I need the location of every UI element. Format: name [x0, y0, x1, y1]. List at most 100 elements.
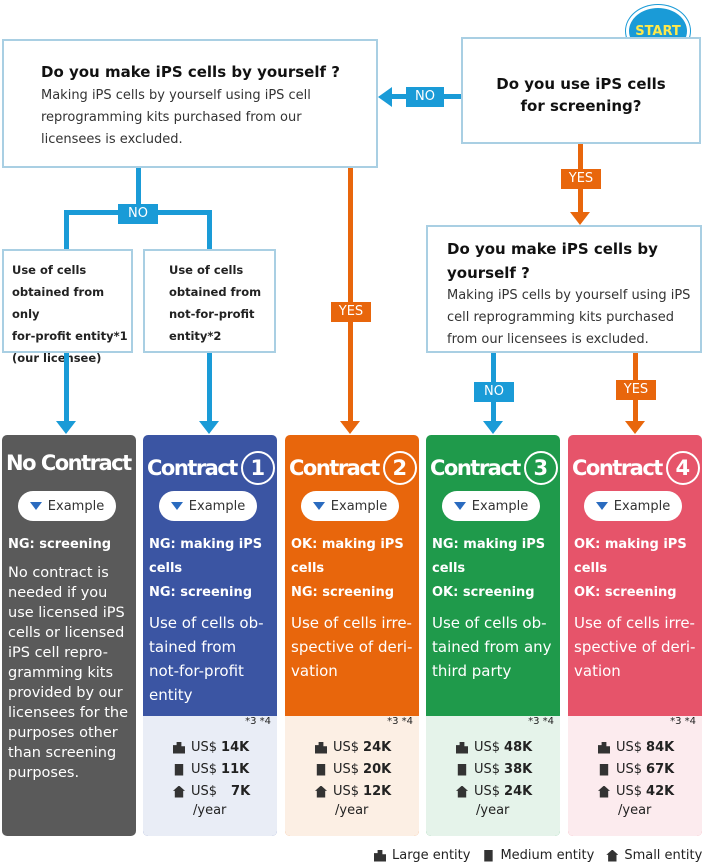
example-button[interactable]: Example — [584, 491, 682, 521]
condition-line-4: entity*2 — [169, 329, 222, 343]
rule-line: NG: making iPS — [432, 537, 546, 552]
question-sub-3: from our licensees is excluded. — [447, 332, 649, 347]
description-line: not-for-profit — [149, 662, 244, 680]
description-line: spective of deri- — [291, 638, 413, 656]
rule-line: NG: screening — [8, 537, 112, 552]
example-button[interactable]: Example — [442, 491, 540, 521]
card-title-text: Contract — [289, 456, 380, 480]
description-line: than screening — [8, 745, 117, 761]
legend-small: Small entity — [624, 848, 702, 863]
large-building-icon — [173, 741, 185, 754]
per-year: /year — [618, 803, 652, 818]
question-line-1: Do you use iPS cells — [496, 74, 666, 93]
price-value: 24K — [363, 740, 392, 755]
example-button[interactable]: Example — [159, 491, 257, 521]
price-small: US$7K — [173, 784, 250, 799]
condition-line-4: (our licensee) — [12, 351, 102, 365]
per-year: /year — [335, 803, 369, 818]
card-title-text: Contract — [572, 456, 663, 480]
currency: US$ — [616, 740, 643, 755]
rule-line: cells — [574, 561, 608, 576]
connector-no-left-vertical — [136, 168, 141, 212]
price-value: 38K — [504, 762, 533, 777]
currency: US$ — [333, 740, 360, 755]
price-value: 20K — [363, 762, 392, 777]
rule-line: cells — [291, 561, 325, 576]
connector-to-no-contract — [64, 353, 69, 423]
entity-legend: Large entity Medium entity Small entity — [374, 848, 702, 863]
price-value: 84K — [646, 740, 675, 755]
description-line: gramming kits — [8, 665, 113, 681]
price-small: US$42K — [598, 784, 674, 799]
per-year: /year — [476, 803, 510, 818]
description-line: Use of cells ob- — [432, 614, 547, 632]
currency: US$ — [191, 740, 218, 755]
description-line: third party — [432, 662, 512, 680]
medium-building-icon — [316, 763, 326, 776]
arrowhead-down — [625, 421, 645, 434]
price-value: 11K — [221, 762, 250, 777]
triangle-down-icon — [312, 502, 325, 510]
question-line-2: for screening? — [520, 96, 642, 115]
example-label: Example — [47, 498, 105, 514]
condition-line-1: Use of cells — [169, 263, 244, 277]
description-line: provided by our — [8, 685, 123, 701]
description: Use of cells irre-spective of deri-vatio… — [291, 611, 415, 683]
description: Use of cells irre-spective of deri-vatio… — [574, 611, 698, 683]
large-building-icon — [456, 741, 468, 754]
description-line: Use of cells irre- — [291, 614, 412, 632]
price-value: 42K — [646, 784, 675, 799]
large-building-icon — [315, 741, 327, 754]
price-value: 7K — [231, 784, 251, 799]
label-no-right: NO — [474, 382, 514, 402]
small-house-icon — [598, 785, 610, 798]
condition-not-for-profit: Use of cells obtained from not-for-profi… — [143, 249, 276, 353]
question-sub-2: reprogramming kits purchased from our — [41, 110, 302, 125]
small-house-icon — [606, 849, 619, 862]
condition-line-2: obtained from only — [12, 285, 105, 321]
card-title-text: No Contract — [6, 451, 132, 475]
rule-line: cells — [432, 561, 466, 576]
contract-number: 3 — [523, 451, 558, 485]
rule-line: OK: making iPS — [574, 537, 687, 552]
description-line: vation — [291, 662, 338, 680]
arrowhead-down — [483, 421, 503, 434]
connector-no-left-drop-2 — [207, 210, 212, 250]
description-line: needed if you — [8, 585, 108, 601]
rule-line: OK: making iPS — [291, 537, 404, 552]
description-line: entity — [149, 686, 193, 704]
connector-to-contract-1 — [207, 353, 212, 423]
question-make-ips-cells-right: Do you make iPS cells by yourself ? Maki… — [426, 225, 702, 353]
question-use-for-screening: Do you use iPS cells for screening? — [461, 37, 701, 144]
label-no-left: NO — [118, 204, 158, 224]
label-yes-left: YES — [331, 302, 371, 322]
card-title: No Contract — [6, 451, 136, 475]
small-house-icon — [315, 785, 327, 798]
triangle-down-icon — [29, 502, 42, 510]
label-no-top: NO — [406, 87, 444, 107]
question-title-2: yourself ? — [447, 264, 530, 282]
description-line: vation — [574, 662, 621, 680]
price-value: 48K — [504, 740, 533, 755]
description-line: purposes other — [8, 725, 118, 741]
medium-building-icon — [174, 763, 184, 776]
contract-number: 4 — [665, 451, 700, 485]
question-make-ips-cells-left: Do you make iPS cells by yourself ? Maki… — [2, 39, 378, 168]
example-button[interactable]: Example — [301, 491, 399, 521]
contract-number: 2 — [382, 451, 417, 485]
example-button[interactable]: Example — [18, 491, 116, 521]
arrowhead-left — [378, 87, 392, 107]
currency: US$ — [474, 740, 501, 755]
description-line: spective of deri- — [574, 638, 696, 656]
question-title-1: Do you make iPS cells by — [447, 240, 658, 258]
